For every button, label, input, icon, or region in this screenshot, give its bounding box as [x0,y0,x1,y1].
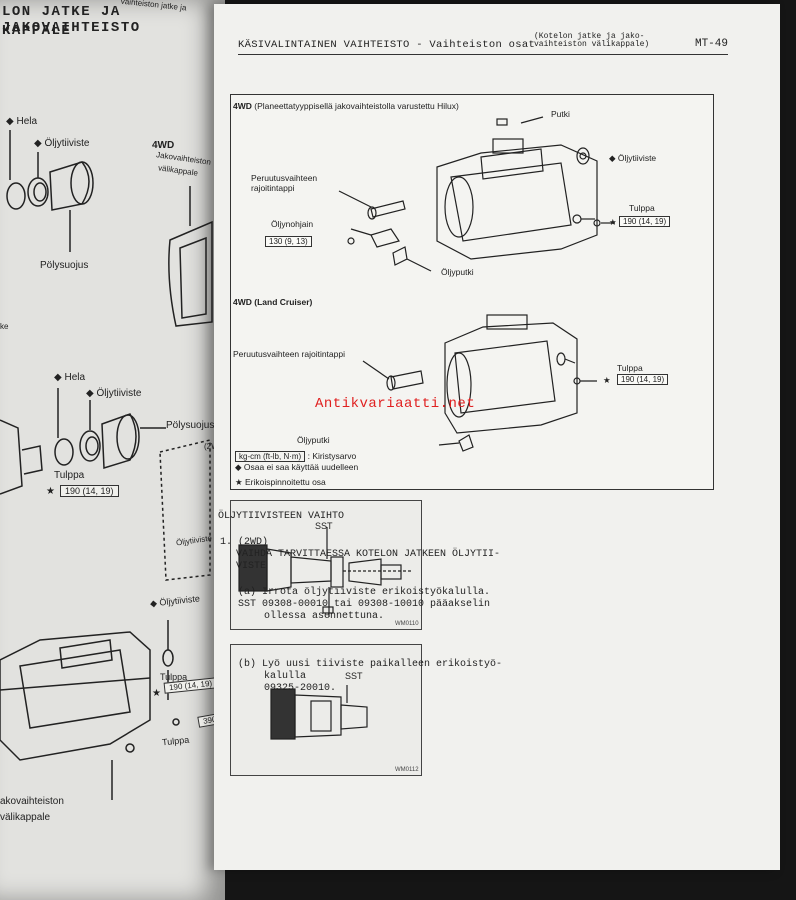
diagram-section-1-desc: (Planeettatyyppisellä jakovaihteistolla … [254,101,459,111]
step-b-line-3: 09325-20010. [264,683,337,694]
label-oljytiiviste-2: ◆ Öljytiiviste [86,388,142,399]
photo-seal-install: SST WM0112 [230,644,422,776]
diagram-drawing [338,116,615,452]
label-4wd: 4WD [152,140,175,151]
label-oljyputki-1: Öljyputki [441,267,474,277]
label-jakovaihteiston-2: akovaihteiston [0,796,64,807]
left-page-illustrations [0,130,213,800]
torque-tag-1: 190 (14, 19) [60,485,119,497]
photo1-code: WM0110 [395,621,419,627]
torque-190-1: 190 (14, 19) [619,216,671,227]
step-b-line-1: (b) Lyö uusi tiiviste paikalleen erikois… [238,659,503,670]
label-putki: Putki [551,109,570,119]
page-header-subtitle: (Kotelon jatke ja jako- vaihteiston väli… [534,32,650,49]
star-2: ★ [152,688,161,699]
label-oljytiiviste: ◆ Öljytiiviste [609,153,657,163]
exploded-diagram: 4WD (Planeettatyyppisellä jakovaihteisto… [230,94,714,490]
step-a-line-1: (a) Irrota öljytiiviste erikoistyökalull… [238,587,491,598]
label-partial: ke [0,322,9,331]
label-tulppa-2: Tulppa [160,672,188,682]
step-a-line-3: ollessa asennettuna. [264,611,385,622]
legend-torque-unit: kg-cm (ft-lb, N·m) [235,451,306,462]
watermark: Antikvariaatti.net [315,396,476,412]
step-a-line-2: SST 09308-00010 tai 09308-10010 pääaksel… [238,599,491,610]
label-tulppa-1: Tulppa [629,203,655,213]
legend-torque-desc: : Kiristysarvo [307,451,357,461]
step-b-line-2: kalulla [264,671,307,682]
diagram-section-1-header: 4WD (Planeettatyyppisellä jakovaihteisto… [233,101,459,111]
label-polysuojus-1: Pölysuojus [40,260,89,271]
page-number: MT-49 [694,38,728,50]
page-header: KÄSIVALINTAINEN VAIHTEISTO - Vaihteiston… [238,32,728,55]
photo2-sst-label: SST [345,671,363,681]
diagram-section-2-label: 4WD [233,297,252,307]
label-oljynohjain: Öljynohjain [271,219,314,229]
label-polysuojus-2: Pölysuojus [166,420,215,431]
right-page: KÄSIVALINTAINEN VAIHTEISTO - Vaihteiston… [214,4,780,870]
label-tulppa-2: Tulppa [617,363,643,373]
step-1-line-2: VISTE [236,561,267,572]
diagram-section-2-header: 4WD (Land Cruiser) [233,297,312,307]
label-peruutus-1b: rajoitintappi [251,183,295,193]
label-peruutus-2: Peruutusvaihteen rajoitintappi [233,349,345,359]
star-icon-2: ★ [603,375,611,385]
label-peruutus-1a: Peruutusvaihteen [251,173,318,183]
legend-torque: kg-cm (ft-lb, N·m) : Kiristysarvo [235,451,356,462]
label-valikappale-2: välikappale [0,812,51,823]
step-1-number: 1. (2WD) [220,537,269,548]
left-page: LON JATKE JA JAKOVAIHTEISTO KAPPALE Vaih… [0,0,225,900]
star-icon-1: ★ [609,217,617,227]
section-title: ÖLJYTIIVISTEEN VAIHTO [218,511,345,522]
step-1-line-1: VAIHDA TARVITTAESSA KOTELON JATKEEN ÖLJY… [236,549,501,560]
torque-130: 130 (9, 13) [265,236,312,247]
photo1-sst-label: SST [315,521,333,531]
left-page-title: LON JATKE JA JAKOVAIHTEISTO [2,4,141,36]
label-oljyputki-2: Öljyputki [297,435,330,445]
label-hela-2: ◆ Hela [54,372,86,383]
left-page-title-2: KAPPALE [2,23,72,39]
legend-nonreusable: ◆ Osaa ei saa käyttää uudelleen [235,462,359,472]
photo-seal-removal-drawing [238,527,411,617]
label-tulppa-1: Tulppa [54,470,85,481]
photo-seal-removal: SST WM0110 [230,500,422,630]
photo-seal-install-drawing [270,685,368,740]
label-hela-1: ◆ Hela [6,116,38,127]
diagram-section-2-desc: (Land Cruiser) [254,297,313,307]
diagram-section-1-label: 4WD [233,101,252,111]
photo2-code: WM0112 [395,767,419,773]
page-header-title: KÄSIVALINTAINEN VAIHTEISTO - Vaihteiston… [238,39,536,51]
label-oljytiiviste-1: ◆ Öljytiiviste [34,138,90,149]
torque-190-2: 190 (14, 19) [617,374,669,385]
star-1: ★ [46,486,55,497]
legend-precoated: ★ Erikoispinnoitettu osa [235,477,326,487]
